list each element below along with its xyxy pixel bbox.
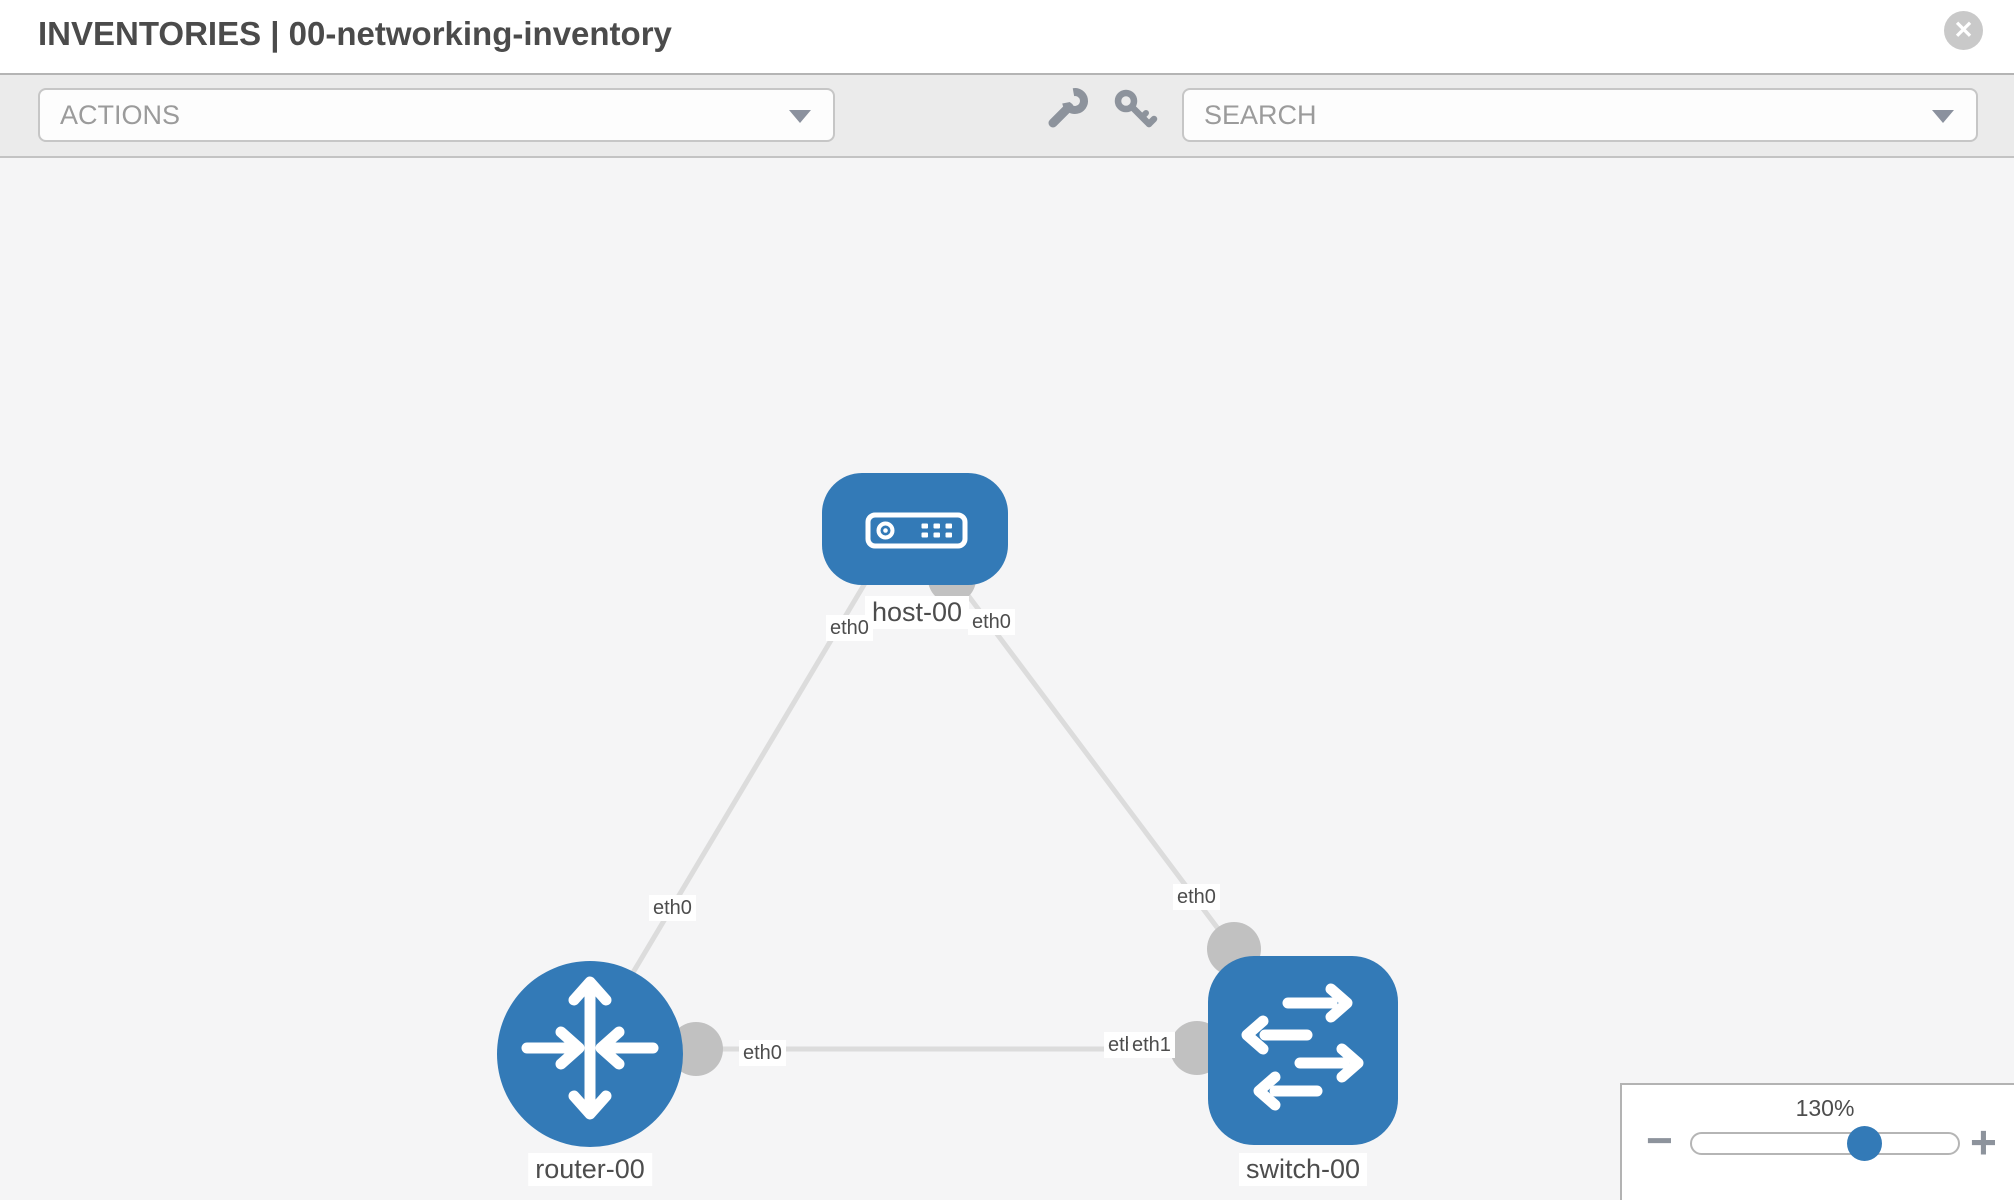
chevron-down-icon bbox=[1932, 110, 1954, 123]
node-label-host: host-00 bbox=[864, 596, 970, 629]
actions-dropdown-label: ACTIONS bbox=[60, 100, 181, 130]
zoom-slider-track[interactable] bbox=[1690, 1132, 1960, 1155]
interface-label: eth0 bbox=[649, 895, 696, 921]
chevron-down-icon bbox=[789, 110, 811, 123]
node-switch-00[interactable] bbox=[1208, 956, 1398, 1145]
close-icon: ✕ bbox=[1953, 17, 1974, 44]
zoom-in-button[interactable]: + bbox=[1970, 1116, 1997, 1168]
toolbar: ACTIONS SEARCH bbox=[0, 73, 2014, 158]
zoom-panel: 130% − + bbox=[1620, 1083, 2014, 1200]
host-icon bbox=[865, 512, 968, 549]
zoom-level-value: 130% bbox=[1795, 1095, 1855, 1121]
interface-label: eth0 bbox=[826, 615, 873, 641]
interface-label: eth0 bbox=[739, 1040, 786, 1066]
wrench-button[interactable] bbox=[1041, 84, 1093, 136]
topology-canvas[interactable]: host-00 router-00 switch-00 eth0 eth0 et… bbox=[0, 158, 2014, 1200]
search-dropdown-label: SEARCH bbox=[1204, 100, 1317, 130]
interface-label: eth0 bbox=[968, 609, 1015, 635]
page-title: INVENTORIES | 00-networking-inventory bbox=[38, 15, 672, 52]
link-layer bbox=[590, 555, 1300, 1076]
header: INVENTORIES | 00-networking-inventory ✕ bbox=[0, 0, 2014, 73]
interface-label: eth1 bbox=[1128, 1032, 1175, 1058]
node-label-switch: switch-00 bbox=[1238, 1153, 1368, 1186]
zoom-slider-thumb[interactable] bbox=[1847, 1126, 1882, 1161]
key-icon bbox=[1114, 89, 1158, 128]
switch-icon bbox=[1241, 983, 1364, 1111]
close-button[interactable]: ✕ bbox=[1944, 11, 1983, 50]
interface-label: eth0 bbox=[1173, 884, 1220, 910]
zoom-out-button[interactable]: − bbox=[1646, 1114, 1673, 1166]
node-label-router: router-00 bbox=[528, 1153, 652, 1186]
node-host-00[interactable] bbox=[822, 473, 1008, 585]
search-dropdown[interactable]: SEARCH bbox=[1182, 88, 1978, 142]
wrench-icon bbox=[1048, 88, 1088, 128]
router-icon bbox=[521, 976, 659, 1120]
actions-dropdown[interactable]: ACTIONS bbox=[38, 88, 835, 142]
key-button[interactable] bbox=[1109, 84, 1161, 136]
node-router-00[interactable] bbox=[497, 961, 683, 1147]
